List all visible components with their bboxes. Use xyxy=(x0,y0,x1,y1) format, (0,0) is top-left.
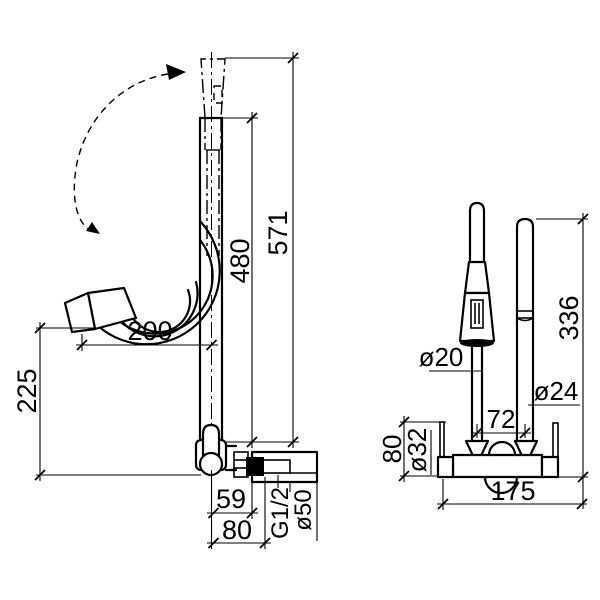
dim-480-label: 480 xyxy=(225,238,255,283)
head-collar xyxy=(463,260,491,295)
body-diameter-label: ø32 xyxy=(402,428,432,473)
flange-diameter-label: ø50 xyxy=(290,489,317,530)
spout-diameter-label: ø24 xyxy=(534,376,579,406)
hose-diameter-label: ø20 xyxy=(419,342,464,372)
spray-head-nozzle xyxy=(63,291,97,334)
label-thread-flange: G1/2 ø50 xyxy=(267,475,318,541)
arrow-head-down-icon xyxy=(86,222,100,234)
label-body-diameter: ø32 xyxy=(402,428,432,475)
arrow-head-up-icon xyxy=(166,64,186,80)
side-view: 571 480 200 225 xyxy=(12,52,319,549)
dimension-175: 175 xyxy=(437,476,588,510)
motion-arrow xyxy=(73,64,186,234)
valve-body-and-handle xyxy=(194,423,228,477)
label-hose-diameter: ø20 xyxy=(419,342,481,372)
label-spout-diameter: ø24 xyxy=(528,376,580,406)
dim-72-label: 72 xyxy=(487,404,516,434)
left-end-cap xyxy=(436,455,455,479)
left-mount-post xyxy=(439,421,445,458)
thread-size-label: G1/2 xyxy=(267,487,294,539)
spray-toggle-button xyxy=(470,299,484,329)
dimension-59-80: 59 80 xyxy=(207,456,271,549)
spray-head-docked xyxy=(63,286,138,334)
wall-connection xyxy=(224,444,319,484)
front-spout-tube xyxy=(513,217,539,462)
connector-nut xyxy=(246,457,264,476)
head-face xyxy=(460,339,494,347)
head-clip-detail xyxy=(213,85,223,104)
thread-nipple xyxy=(233,451,249,478)
dimension-336: 336 xyxy=(536,213,589,509)
body-bar xyxy=(451,453,544,479)
dimension-480: 480 xyxy=(222,112,299,448)
dim-80-label: 80 xyxy=(222,515,252,545)
dimension-80-front: 80 xyxy=(377,416,446,482)
dimension-225: 225 xyxy=(12,322,201,481)
riser-tube xyxy=(198,116,224,446)
dimension-571: 571 xyxy=(225,52,299,448)
dim-571-label: 571 xyxy=(263,210,293,255)
front-spray-head xyxy=(458,201,496,462)
center-boss-bottom xyxy=(483,475,519,495)
dimension-72: 72 xyxy=(471,404,531,439)
dim-175-label: 175 xyxy=(490,476,535,506)
dim-336-label: 336 xyxy=(554,295,584,340)
gooseneck-spout xyxy=(91,219,221,346)
right-end-cap xyxy=(540,455,560,479)
dim-59-label: 59 xyxy=(216,484,246,514)
body-height-label: 80 xyxy=(377,435,407,464)
mount-body-bar xyxy=(436,421,560,495)
dim-225-label: 225 xyxy=(12,368,42,413)
front-view: ø20 336 ø24 72 xyxy=(377,201,589,510)
head-cone xyxy=(458,291,496,343)
dimension-200: 200 xyxy=(76,316,218,351)
dim-200-label: 200 xyxy=(127,316,172,346)
center-boss-top xyxy=(487,440,517,457)
